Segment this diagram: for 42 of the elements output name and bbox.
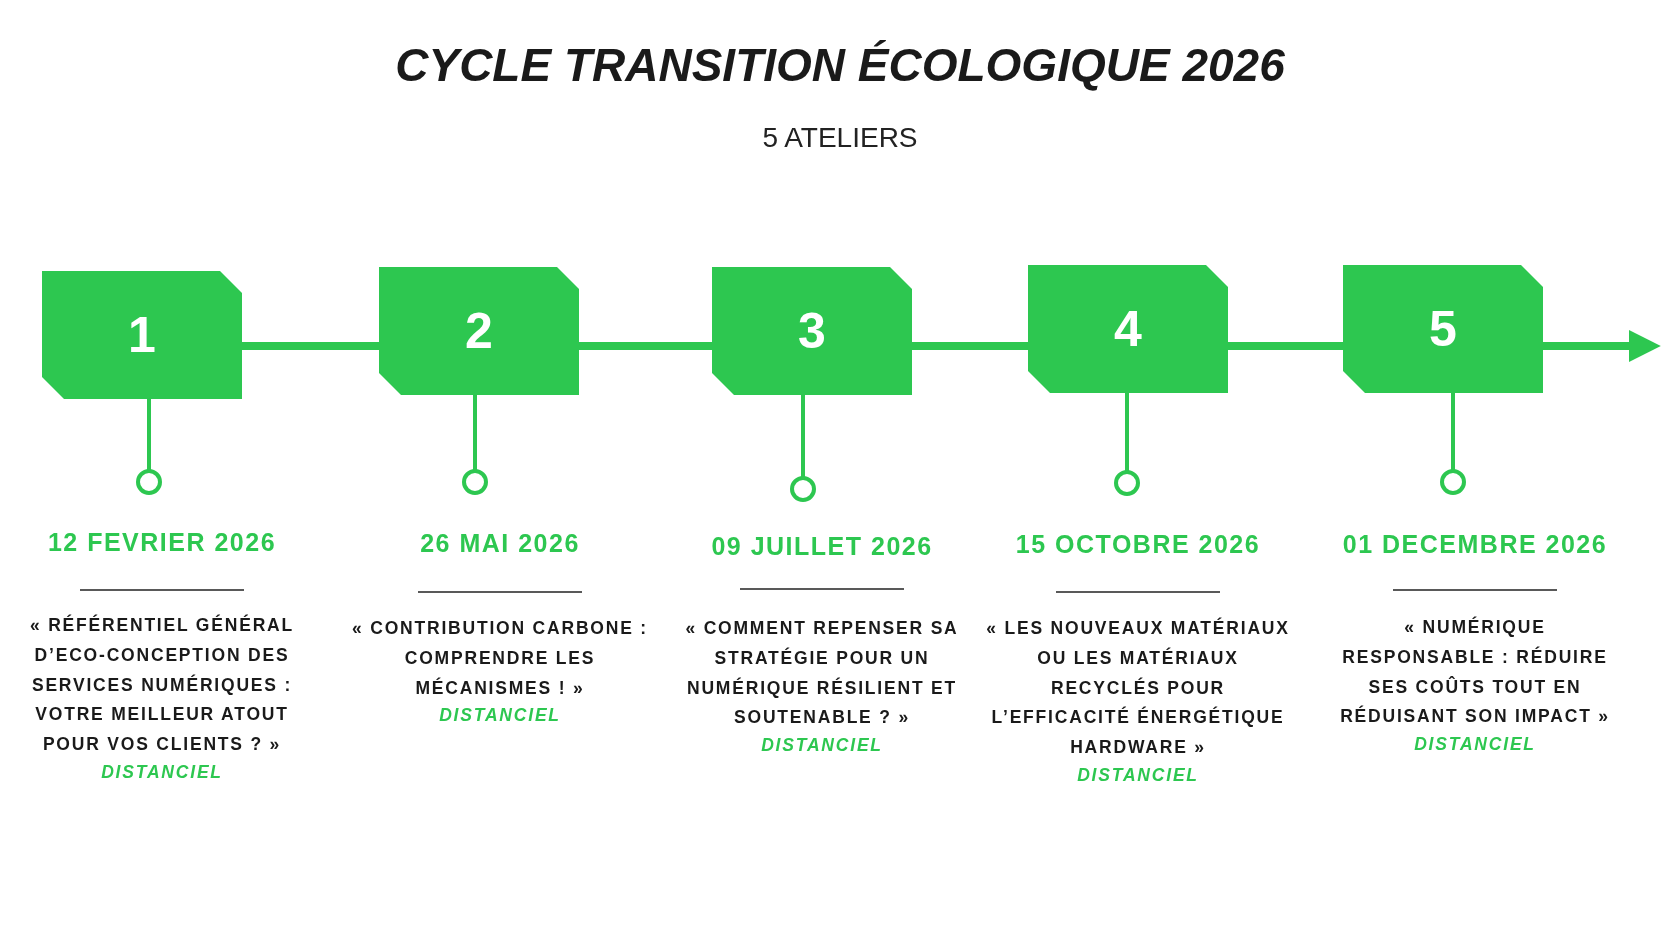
date-label: 12 FEVRIER 2026 (46, 528, 278, 557)
step-box (1028, 265, 1228, 393)
step-box (42, 271, 242, 399)
workshop-title: « LES NOUVEAUX MATÉRIAUX OU LES MATÉRIAUX RECYCLÉS POUR L’EFFICACITÉ ÉNERGÉTIQUE HARDWARE » (985, 616, 1291, 760)
date-label: 15 OCTOBRE 2026 (1014, 530, 1262, 559)
date-label: 26 MAI 2026 (419, 529, 581, 558)
connector-line (242, 342, 379, 350)
step-number: 2 (464, 302, 494, 360)
step-box (712, 267, 912, 395)
connector-line (912, 342, 1028, 350)
timeline-dot (1440, 469, 1466, 495)
step-number: 4 (1113, 300, 1143, 358)
step-number: 1 (127, 306, 157, 364)
step-box (1343, 265, 1543, 393)
workshop-title: « RÉFÉRENTIEL GÉNÉRAL D’ECO-CONCEPTION DES SERVICES NUMÉRIQUES : VOTRE MEILLEUR ATOUT POUR VOS CLIENTS ? » (29, 613, 295, 757)
timeline-dot (1114, 470, 1140, 496)
format-label: DISTANCIEL (100, 762, 224, 783)
timeline-dot (462, 469, 488, 495)
timeline-arrow (1543, 330, 1661, 362)
title: CYCLE TRANSITION ÉCOLOGIQUE 2026 (394, 38, 1286, 92)
connector-line (579, 342, 712, 350)
step-box (379, 267, 579, 395)
workshop-title: « COMMENT REPENSER SA STRATÉGIE POUR UN NUMÉRIQUE RÉSILIENT ET SOUTENABLE ? » (684, 617, 960, 730)
timeline-dot (790, 476, 816, 502)
timeline-dot (136, 469, 162, 495)
workshop-title: « NUMÉRIQUE RESPONSABLE : RÉDUIRE SES COÛTS TOUT EN RÉDUISANT SON IMPACT » (1339, 615, 1611, 729)
connector-line (147, 399, 151, 471)
date-label: 01 DECEMBRE 2026 (1341, 530, 1609, 559)
date-label: 09 JUILLET 2026 (710, 532, 934, 561)
connector-line (473, 395, 477, 471)
connector-line (1451, 393, 1455, 471)
connector-line (1228, 342, 1343, 350)
format-label: DISTANCIEL (1413, 734, 1537, 755)
subtitle: 5 ATELIERS (761, 122, 919, 154)
format-label: DISTANCIEL (760, 735, 884, 756)
step-number: 3 (797, 302, 827, 360)
format-label: DISTANCIEL (1076, 765, 1200, 786)
connector-line (1125, 393, 1129, 472)
step-number: 5 (1428, 300, 1458, 358)
workshop-title: « CONTRIBUTION CARBONE : COMPRENDRE LES MÉCANISMES ! » (351, 617, 649, 700)
format-label: DISTANCIEL (438, 705, 562, 726)
connector-line (801, 395, 805, 478)
